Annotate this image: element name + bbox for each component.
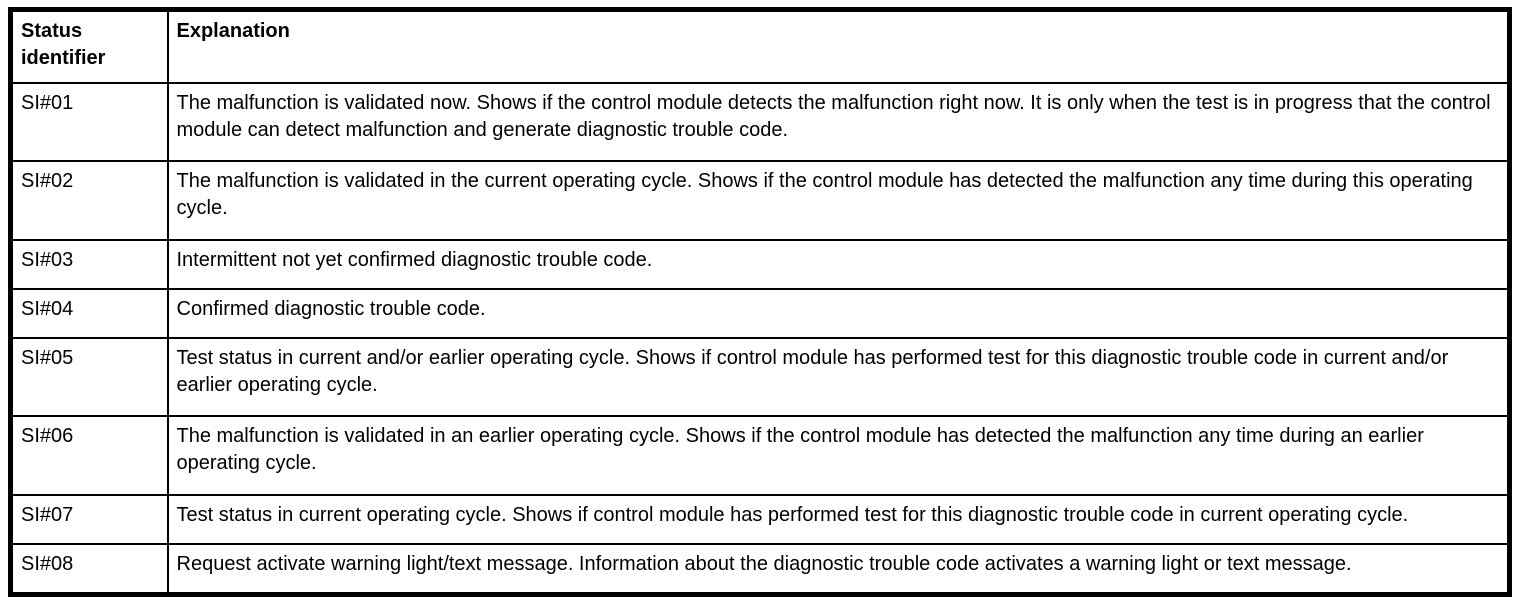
table-row: SI#06 The malfunction is validated in an…: [9, 415, 1511, 496]
status-identifier-cell: SI#08: [9, 542, 169, 596]
table-row: SI#02 The malfunction is validated in th…: [9, 160, 1511, 241]
explanation-cell: Test status in current operating cycle. …: [166, 493, 1511, 545]
status-identifier-cell: SI#02: [9, 160, 169, 241]
explanation-cell: Request activate warning light/text mess…: [166, 542, 1511, 596]
status-identifier-cell: SI#03: [9, 238, 169, 290]
explanation-cell: The malfunction is validated now. Shows …: [166, 81, 1511, 163]
status-identifier-cell: SI#01: [9, 81, 169, 163]
explanation-cell: The malfunction is validated in an earli…: [166, 415, 1511, 496]
status-identifier-cell: SI#04: [9, 287, 169, 339]
status-identifier-cell: SI#06: [9, 415, 169, 496]
status-identifier-cell: SI#07: [9, 493, 169, 545]
status-identifier-table: Status identifier Explanation SI#01 The …: [8, 7, 1512, 597]
table-header: Status identifier Explanation: [9, 8, 1511, 84]
explanation-cell: Test status in current and/or earlier op…: [166, 336, 1511, 418]
table-body: SI#01 The malfunction is validated now. …: [9, 81, 1511, 596]
status-identifier-cell: SI#05: [9, 336, 169, 418]
column-header-explanation: Explanation: [166, 8, 1511, 84]
explanation-cell: Confirmed diagnostic trouble code.: [166, 287, 1511, 339]
table-row: SI#07 Test status in current operating c…: [9, 493, 1511, 545]
table-row: SI#03 Intermittent not yet confirmed dia…: [9, 238, 1511, 290]
table-row: SI#05 Test status in current and/or earl…: [9, 336, 1511, 418]
explanation-cell: The malfunction is validated in the curr…: [166, 160, 1511, 241]
column-header-status-identifier: Status identifier: [9, 8, 169, 84]
explanation-cell: Intermittent not yet confirmed diagnosti…: [166, 238, 1511, 290]
header-row: Status identifier Explanation: [9, 8, 1511, 84]
table-row: SI#04 Confirmed diagnostic trouble code.: [9, 287, 1511, 339]
table-row: SI#08 Request activate warning light/tex…: [9, 542, 1511, 596]
table-row: SI#01 The malfunction is validated now. …: [9, 81, 1511, 163]
